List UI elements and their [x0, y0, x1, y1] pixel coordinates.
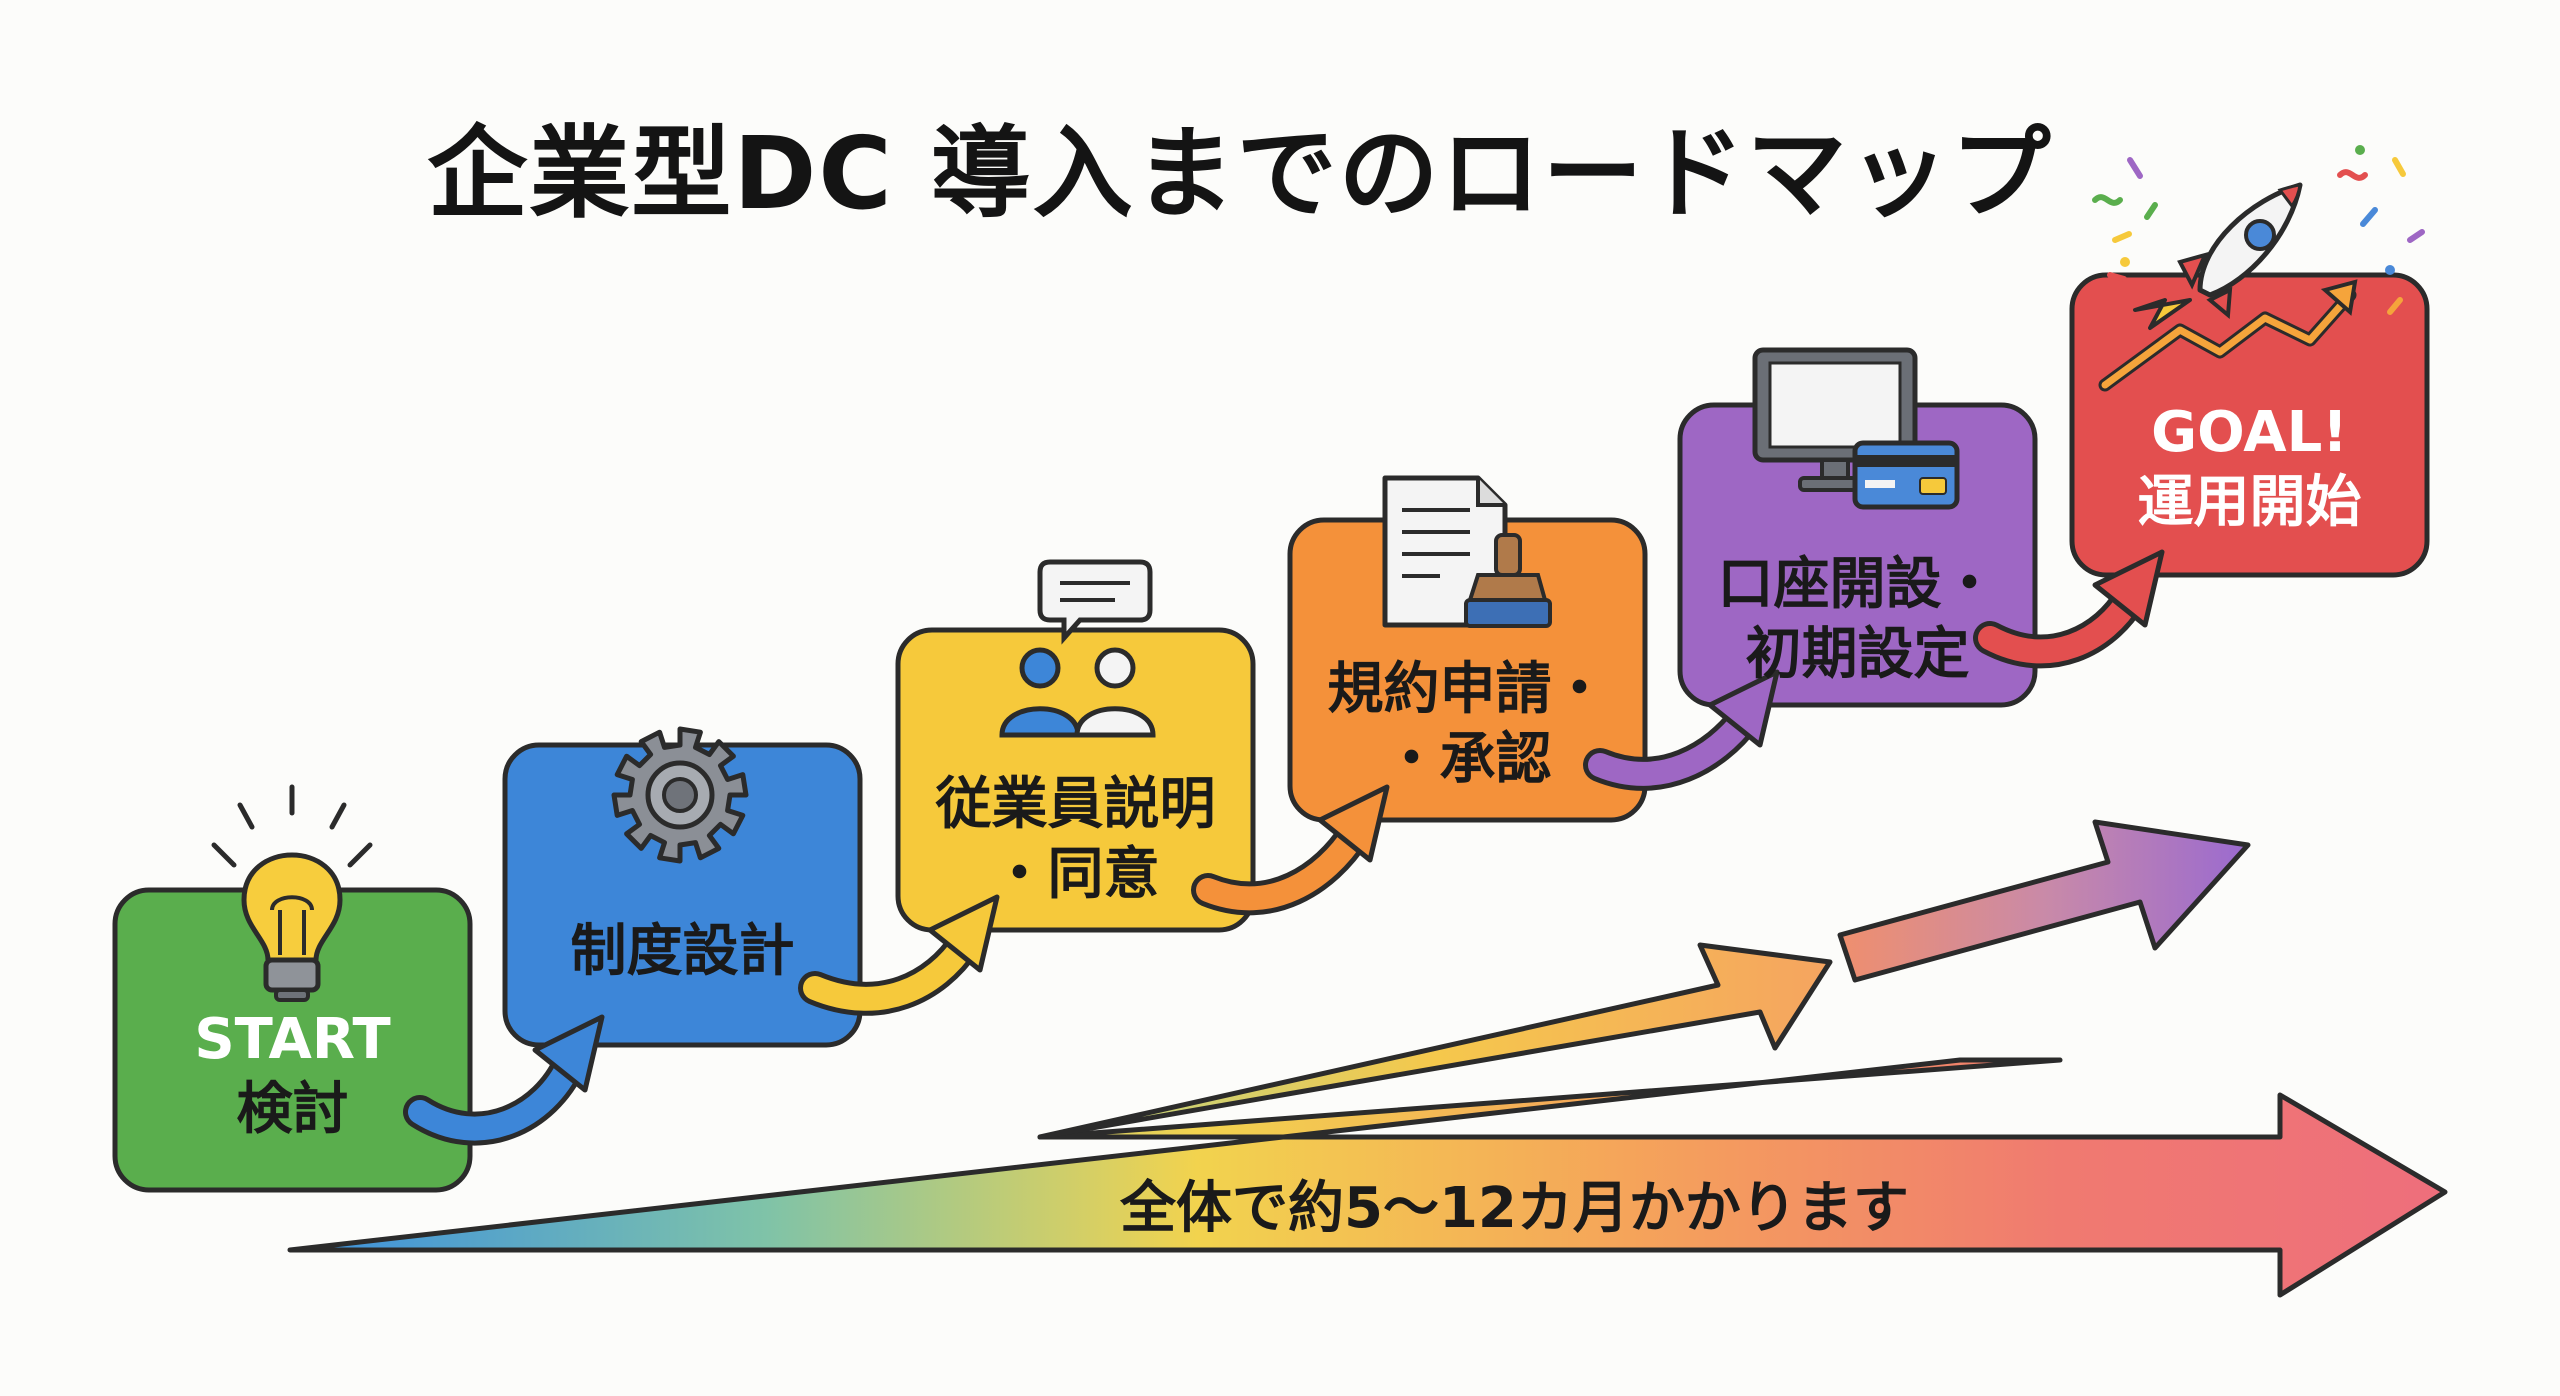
- confetti-piece: [2127, 157, 2143, 179]
- confetti-piece: [2387, 297, 2403, 315]
- person-head: [1094, 647, 1136, 689]
- bulb-tip: [274, 988, 310, 1002]
- confetti-piece: [2337, 169, 2368, 181]
- bulb-glass: [241, 852, 343, 963]
- stamp-base: [1464, 598, 1552, 628]
- computer-card-icon: [1752, 347, 1960, 510]
- person-head: [1019, 647, 1061, 689]
- connector-arrow-head: [1707, 669, 1780, 748]
- credit-card: [1852, 440, 1960, 510]
- step-label-line: 初期設定: [1745, 622, 1970, 687]
- step-label-line: 口座開設・: [1717, 552, 1998, 617]
- connector-arrow-body: [408, 1051, 582, 1141]
- people-speech-icon: [999, 559, 1156, 738]
- timeline-label: 全体で約5〜12カ月かかります: [1120, 1176, 1909, 1241]
- step-label-explain: 従業員説明 ・同意: [898, 770, 1253, 910]
- connector-arrow-body: [1588, 706, 1757, 786]
- monitor-screen: [1768, 361, 1902, 449]
- rocket-fin: [2206, 286, 2233, 320]
- step-label-line: START: [194, 1007, 391, 1072]
- gear-icon: [611, 726, 749, 864]
- rocket-fin: [2177, 251, 2209, 290]
- rocket-window: [2244, 219, 2276, 251]
- step-label-line: ・承認: [1383, 727, 1552, 792]
- step-label-line: ・同意: [991, 842, 1160, 907]
- connector-arrow-head: [532, 1014, 605, 1093]
- confetti-dot: [2120, 257, 2130, 267]
- confetti-piece: [2392, 157, 2406, 177]
- light-ray: [211, 842, 237, 868]
- connector-arrow-body: [1978, 586, 2142, 664]
- card-number: [1865, 480, 1895, 488]
- growth-arrow-2: [1837, 819, 2251, 983]
- confetti-piece: [2112, 231, 2132, 243]
- connector-arrow-head: [1317, 784, 1390, 863]
- document-fold: [1476, 478, 1505, 507]
- step-label-apply: 規約申請・ ・承認: [1290, 655, 1645, 795]
- step-label-line: 規約申請・: [1327, 657, 1608, 722]
- step-label-account: 口座開設・ 初期設定: [1680, 550, 2035, 690]
- page-title: 企業型DC 導入までのロードマップ: [427, 115, 2053, 232]
- step-label-start: START 検討: [115, 1005, 470, 1145]
- bulb-base: [263, 957, 321, 993]
- step-label-line: 運用開始: [2137, 470, 2362, 535]
- step-label-line: GOAL!: [2151, 400, 2348, 465]
- document-stamp-icon: [1382, 475, 1552, 628]
- growth-arrow-1: [1037, 942, 1833, 1140]
- confetti-piece: [2360, 207, 2378, 227]
- stamp-handle: [1494, 533, 1522, 577]
- rocket-nose: [2277, 183, 2302, 209]
- stamp-neck: [1467, 573, 1548, 602]
- step-label-line: 制度設計: [570, 919, 795, 984]
- light-ray: [237, 802, 255, 830]
- timeline-arrow: [287, 1057, 2448, 1298]
- step-label-line: 従業員説明: [935, 772, 1216, 837]
- confetti-piece: [2092, 194, 2123, 206]
- connector-arrow-head: [927, 894, 1000, 973]
- light-ray: [347, 842, 373, 868]
- person-body: [1074, 706, 1156, 738]
- bulb-filament: [270, 895, 314, 955]
- confetti-dot: [2355, 145, 2365, 155]
- connector-arrow-body: [803, 931, 977, 1011]
- growth-line: [2101, 291, 2354, 389]
- card-stripe: [1855, 455, 1957, 467]
- connector-arrow-body: [1196, 821, 1367, 911]
- confetti-piece: [2144, 202, 2158, 220]
- light-ray: [329, 802, 347, 830]
- rocket-flame: [2133, 298, 2192, 330]
- step-label-line: 検討: [236, 1077, 349, 1142]
- step-label-design: 制度設計: [505, 917, 860, 987]
- confetti-piece: [2407, 229, 2425, 243]
- gear-hole: [662, 777, 698, 813]
- rocket-growth-icon: [2092, 145, 2425, 392]
- confetti-dot: [2385, 265, 2395, 275]
- connector-arrow-head: [2092, 549, 2165, 628]
- confetti-piece: [2107, 272, 2127, 282]
- card-chip: [1919, 477, 1947, 495]
- step-label-goal: GOAL! 運用開始: [2072, 398, 2427, 538]
- person-body: [999, 706, 1081, 738]
- step-box-explain: [895, 627, 1256, 933]
- growth-arrowhead: [2320, 279, 2358, 316]
- lightbulb-icon: [211, 784, 373, 1002]
